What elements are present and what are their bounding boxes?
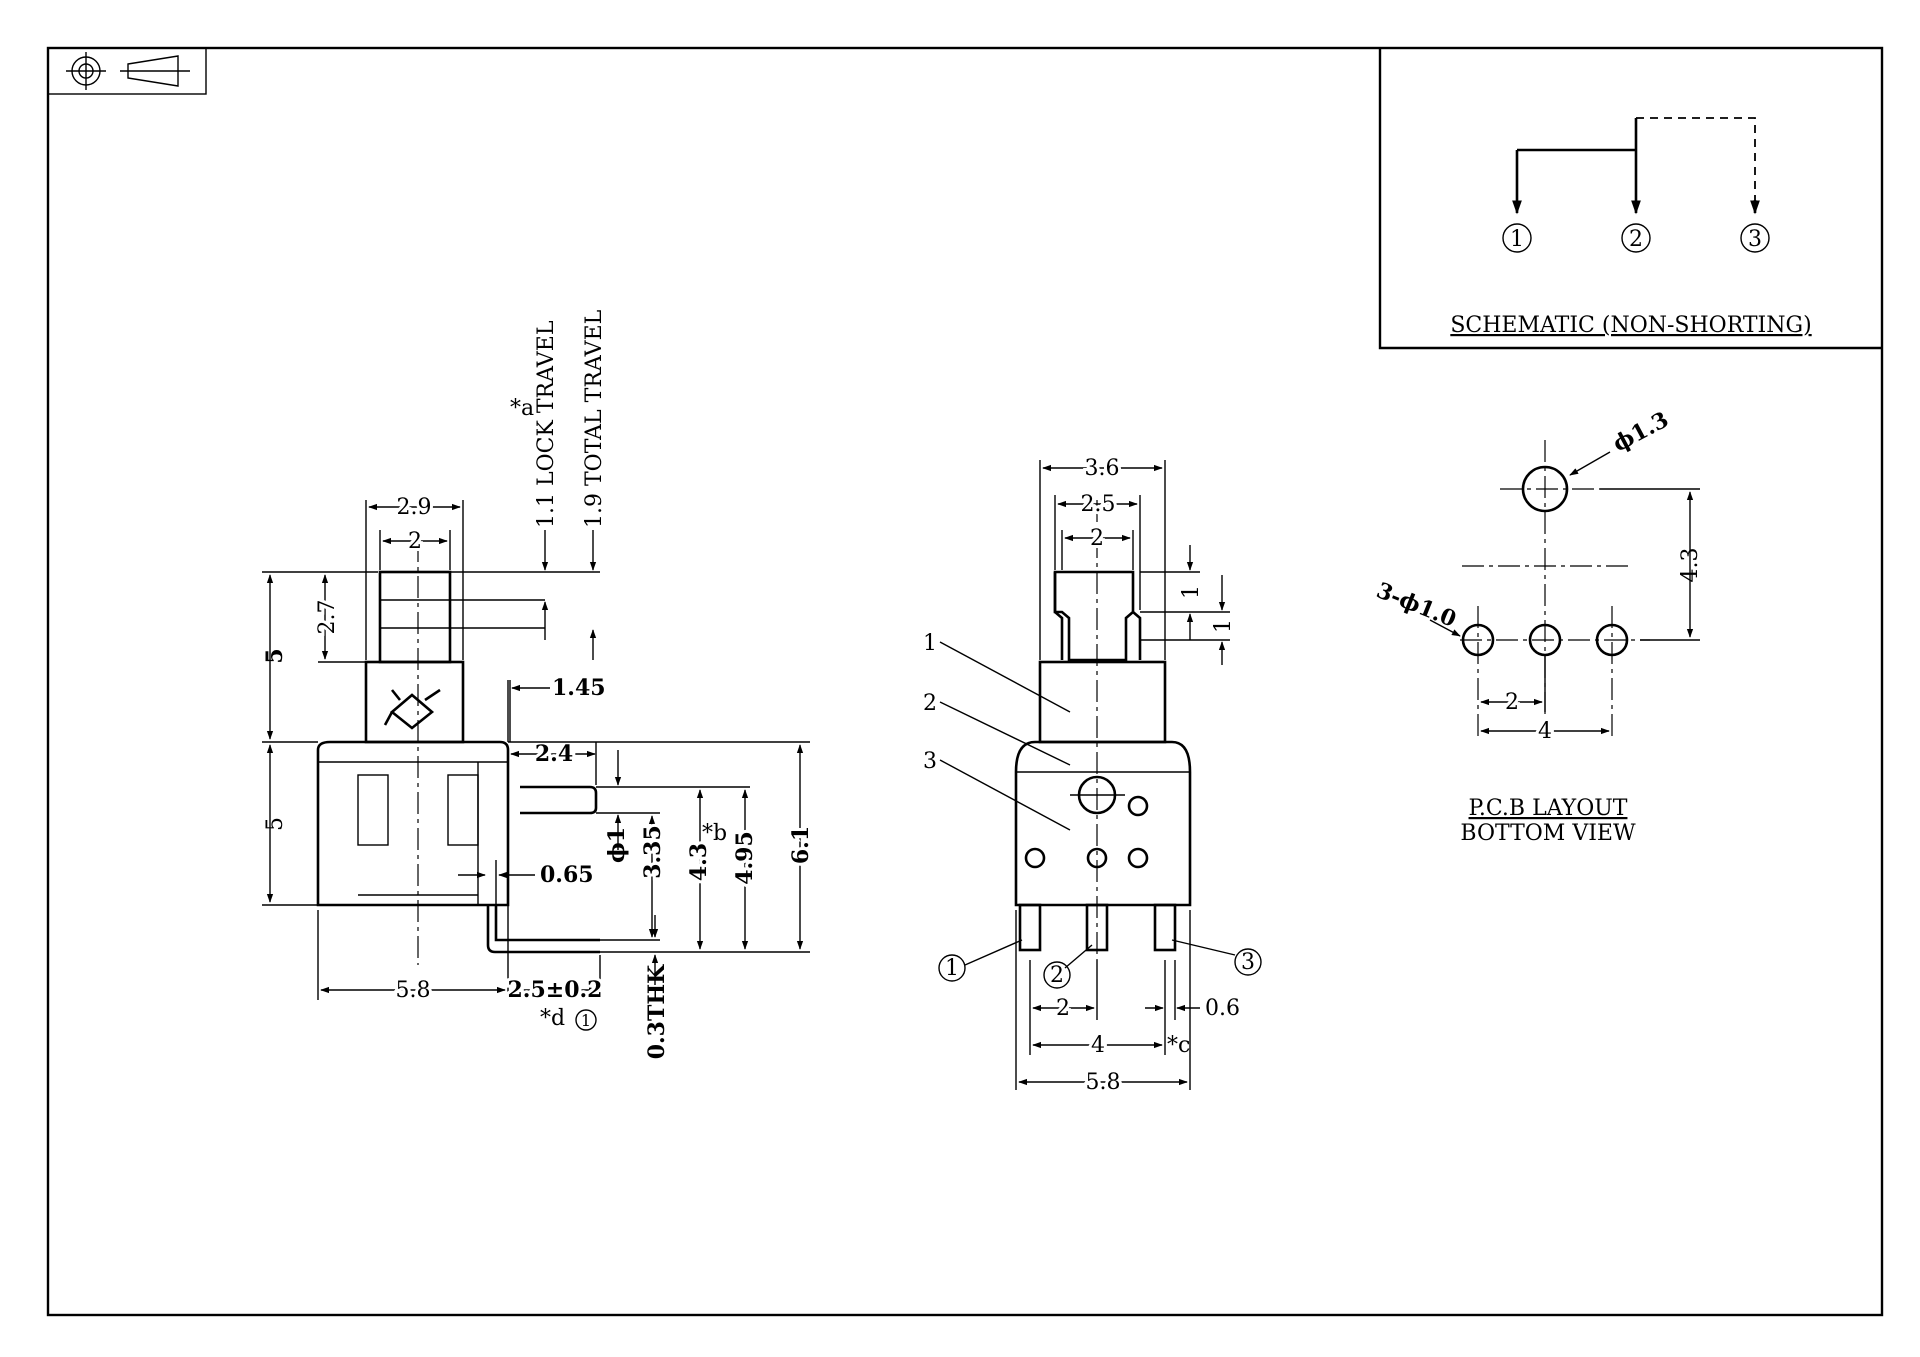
- side-dim-2-7: 2.7: [315, 600, 340, 635]
- pcb-layout: ϕ1.3 3-ϕ1.0 4.3 2 4 P.C.B LAYOUT BOTTOM …: [1373, 407, 1703, 846]
- side-dim-5-top: 5: [262, 648, 288, 663]
- front-dim-2-top: 2: [1090, 526, 1104, 551]
- front-pin-3-label: 3: [1241, 950, 1255, 975]
- front-dim-1a: 1: [1179, 585, 1204, 599]
- front-dim-2-5: 2.5: [1081, 492, 1116, 517]
- projection-symbol: [47, 47, 207, 95]
- front-part-2: 2: [923, 691, 937, 716]
- front-dim-5-8: 5.8: [1086, 1070, 1121, 1095]
- pcb-hole-3: [1595, 623, 1629, 657]
- side-dim-b: *b: [702, 821, 727, 846]
- schematic-pin-3-label: 3: [1748, 227, 1762, 252]
- front-view-housing: [1014, 500, 1192, 960]
- side-view: *a 1.1 LOCK TRAVEL 1.9 TOTAL TRAVEL 2.9 …: [262, 309, 817, 1059]
- schematic-pin-1-label: 1: [1510, 227, 1524, 252]
- side-dim-1-45: 1.45: [552, 675, 606, 701]
- pcb-dim-vertical: 4.3: [1678, 548, 1703, 583]
- pcb-dim-pitch: 2: [1505, 690, 1519, 715]
- side-dim-0-3-thk: 0.3THK: [644, 964, 670, 1059]
- side-dim-3-35: 3.35: [640, 825, 666, 879]
- side-dim-2-4: 2.4: [535, 741, 573, 767]
- pcb-subtitle: BOTTOM VIEW: [1460, 821, 1636, 846]
- side-view-terminal: [486, 785, 600, 1000]
- side-dim-d-note: *d: [540, 1006, 565, 1031]
- side-dim-2-5: 2.5±0.2: [508, 977, 603, 1003]
- front-pin-1-label: 1: [945, 956, 959, 981]
- side-dim-0-65: 0.65: [540, 862, 594, 888]
- target-circle-icon: [66, 52, 106, 90]
- side-dim-2: 2: [408, 529, 422, 554]
- front-dim-2-bottom: 2: [1056, 996, 1070, 1021]
- side-dim-6-1: 6.1: [788, 826, 814, 864]
- drawing-frame: [46, 46, 1884, 1317]
- front-part-3: 3: [923, 749, 937, 774]
- schematic-pin-3: 3: [1740, 223, 1770, 253]
- schematic-wiring: [1512, 117, 1760, 215]
- pcb-hole-large: [1521, 465, 1569, 513]
- truncated-cone-icon: [120, 55, 190, 87]
- front-dim-c: *c: [1167, 1033, 1190, 1058]
- side-total-travel: 1.9 TOTAL TRAVEL: [582, 309, 607, 528]
- front-view: 1 2 3 1 2 3 3.6 2.5 2 1: [923, 453, 1262, 1098]
- side-dim-4-95: 4.95: [732, 831, 758, 885]
- pcb-hole-1: [1461, 623, 1495, 657]
- front-view-pin-2: [1085, 903, 1109, 952]
- side-dim-4-3: 4.3: [686, 843, 712, 881]
- front-dim-0-6: 0.6: [1205, 996, 1240, 1021]
- side-dim-5-bottom: 5: [263, 817, 288, 831]
- side-dim-phi-1: ϕ1: [604, 827, 630, 863]
- side-dim-d-pin: 1: [581, 1011, 591, 1030]
- pcb-dim-holes: 3-ϕ1.0: [1373, 577, 1460, 632]
- schematic-pin-1: 1: [1502, 223, 1532, 253]
- front-dim-3-6: 3.6: [1085, 456, 1120, 481]
- schematic-panel: 1 2 3 SCHEMATIC (NON-SHORTING): [1378, 48, 1882, 350]
- front-view-pin-3: [1153, 903, 1177, 952]
- side-view-housing: [316, 660, 510, 907]
- side-dim-5-8: 5.8: [396, 978, 431, 1003]
- front-view-upper-housing: [1038, 660, 1167, 744]
- pcb-dim-big-hole: ϕ1.3: [1609, 407, 1673, 458]
- side-lock-travel: 1.1 LOCK TRAVEL: [534, 320, 559, 528]
- pcb-dim-span: 4: [1538, 719, 1552, 744]
- front-dim-4: 4: [1091, 1033, 1105, 1058]
- schematic-pin-2: 2: [1621, 223, 1651, 253]
- front-dim-1b: 1: [1211, 619, 1236, 633]
- pcb-title: P.C.B LAYOUT: [1469, 796, 1628, 821]
- front-part-1: 1: [923, 631, 937, 656]
- schematic-title: SCHEMATIC (NON-SHORTING): [1450, 313, 1811, 338]
- side-dim-2-9: 2.9: [397, 495, 432, 520]
- front-view-pin-1: [1018, 903, 1042, 952]
- side-travel-note: *a: [510, 396, 534, 421]
- front-pin-2-label: 2: [1050, 963, 1064, 988]
- schematic-pin-2-label: 2: [1629, 227, 1643, 252]
